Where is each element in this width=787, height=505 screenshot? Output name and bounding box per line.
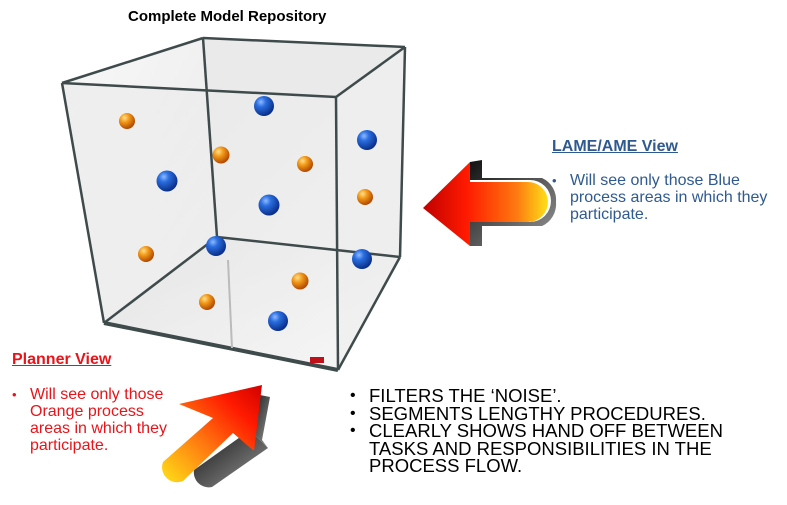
arrow-up-right-icon: [162, 385, 270, 488]
arrow-left-icon: [423, 160, 557, 246]
blue-sphere: [352, 249, 372, 269]
blue-sphere: [156, 170, 178, 192]
list-item: • Will see only those Blue process areas…: [552, 172, 782, 223]
benefit-text: SEGMENTS LENGTHY PROCEDURES.: [369, 402, 706, 424]
orange-sphere: [357, 189, 373, 205]
cube-front-face: [62, 83, 338, 370]
blue-sphere: [258, 194, 280, 216]
lame-view-heading: LAME/AME View: [552, 138, 678, 155]
blue-sphere: [268, 311, 288, 331]
diagram-title: Complete Model Repository: [128, 8, 327, 25]
list-item: • CLEARLY SHOWS HAND OFF BETWEEN TASKS A…: [350, 420, 780, 476]
lame-view-text: Will see only those Blue process areas i…: [570, 172, 768, 223]
cube-right-face: [336, 47, 405, 370]
blue-sphere: [254, 96, 274, 116]
bullet-icon: •: [552, 173, 557, 188]
lame-view-description: • Will see only those Blue process areas…: [552, 172, 782, 223]
planner-view-description: • Will see only those Orange process are…: [12, 386, 172, 454]
cube-logo-badge: [310, 357, 324, 363]
list-item: • Will see only those Orange process are…: [12, 386, 172, 454]
bullet-icon: •: [350, 387, 356, 404]
list-item: • SEGMENTS LENGTHY PROCEDURES.: [350, 402, 780, 424]
bullet-icon: •: [12, 387, 17, 402]
orange-sphere: [199, 294, 215, 310]
spheres: [119, 96, 377, 331]
benefit-text: FILTERS THE ‘NOISE’.: [369, 385, 562, 406]
bullet-icon: •: [350, 404, 356, 422]
orange-sphere: [297, 156, 313, 172]
glass-cube: [60, 36, 407, 372]
planner-view-text: Will see only those Orange process areas…: [30, 386, 167, 454]
blue-sphere: [206, 236, 226, 256]
benefit-text: CLEARLY SHOWS HAND OFF BETWEEN TASKS AND…: [369, 420, 723, 476]
planner-view-heading: Planner View: [12, 351, 112, 368]
orange-sphere: [291, 272, 309, 290]
orange-sphere: [212, 146, 230, 164]
orange-sphere: [138, 246, 154, 262]
orange-sphere: [119, 113, 135, 129]
bullet-icon: •: [350, 422, 356, 439]
benefits-list: • FILTERS THE ‘NOISE’. • SEGMENTS LENGTH…: [350, 387, 780, 475]
list-item: • FILTERS THE ‘NOISE’.: [350, 387, 780, 405]
blue-sphere: [357, 130, 377, 150]
